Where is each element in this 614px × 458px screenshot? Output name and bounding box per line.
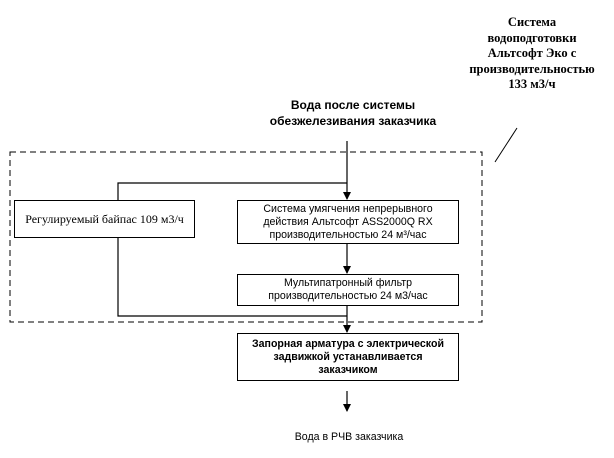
shutoff-valve-box: Запорная арматура с электрической задвиж… (237, 333, 459, 381)
system-caption-line1: Система (507, 15, 557, 29)
output-water-label: Вода в РЧВ заказчика (264, 431, 434, 444)
cartridge-filter-box: Мультипатронный фильтр производительност… (237, 274, 459, 306)
caption-pointer-line (494, 127, 518, 163)
system-caption-line2: водоподготовки (487, 30, 577, 45)
system-boundary-dashed (9, 151, 483, 323)
system-caption-line5: 133 м3/ч (508, 77, 556, 91)
system-caption-line3: Альтсофт Эко с (487, 46, 577, 60)
bypass-split-line (117, 182, 347, 200)
softener-line3: производительностью 24 м³/час (269, 228, 427, 241)
system-caption-line4: производительностью (469, 61, 595, 76)
output-water-text: Вода в РЧВ заказчика (294, 431, 404, 443)
bypass-box-label: Регулируемый байпас 109 м3/ч (25, 212, 184, 226)
bypass-box: Регулируемый байпас 109 м3/ч (14, 200, 195, 238)
bypass-return-line (117, 238, 347, 317)
source-water-line2: обезжелезивания заказчика (269, 114, 437, 128)
softener-line2: действия Альтсофт ASS2000Q RX (263, 215, 433, 228)
softener-line1: Система умягчения непрерывного (263, 202, 433, 215)
filter-line2: производительностью 24 м3/час (268, 290, 428, 302)
system-caption: Система водоподготовки Альтсофт Эко с пр… (452, 15, 612, 93)
valve-line2: задвижкой устанавливается (273, 350, 423, 363)
valve-line1: Запорная арматура с электрической (252, 337, 444, 350)
softener-system-box: Система умягчения непрерывного действия … (237, 200, 459, 244)
valve-line3: заказчиком (318, 363, 378, 376)
source-water-line1: Вода после системы (290, 98, 416, 112)
source-water-label: Вода после системы обезжелезивания заказ… (238, 97, 468, 129)
filter-line1: Мультипатронный фильтр (283, 277, 413, 289)
